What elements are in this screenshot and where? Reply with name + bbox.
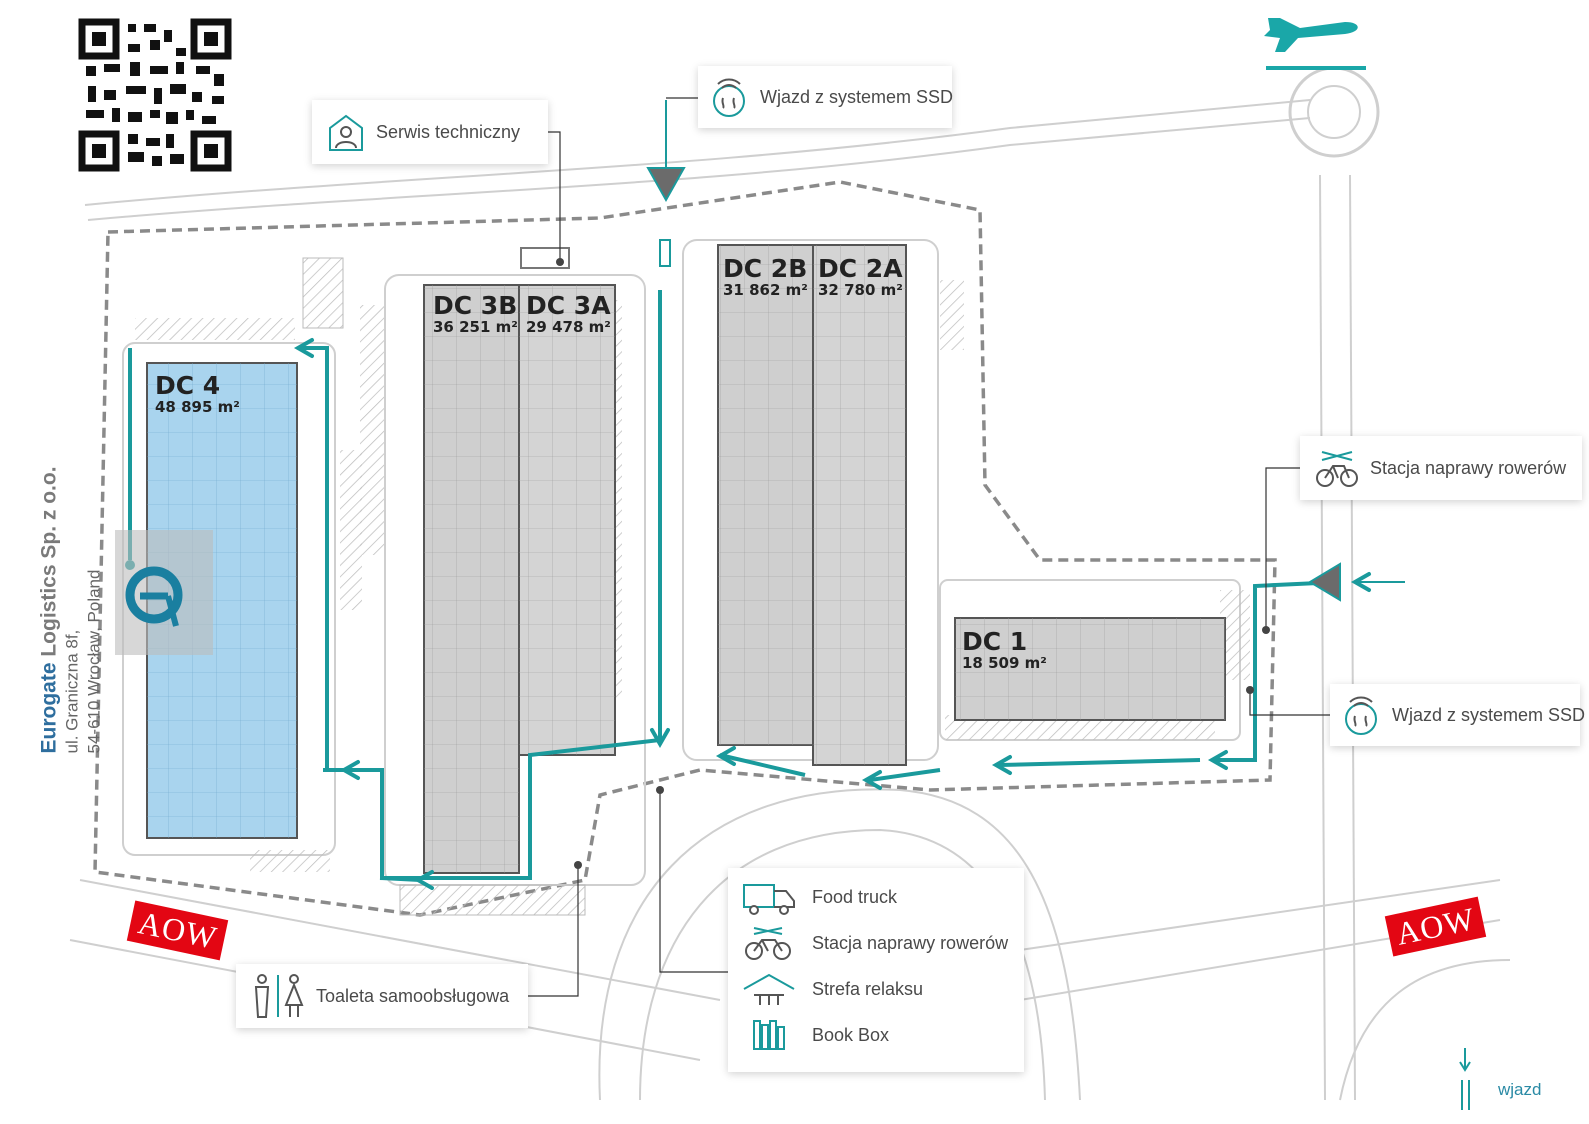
parking-areas: [135, 257, 1250, 916]
amenity-row: Stacja naprawy rowerów: [742, 920, 1010, 966]
entry-gate-top-icon: [646, 167, 686, 203]
label-dc2a: DC 2A 32 780 m²: [818, 255, 903, 299]
callout-label: Wjazd z systemem SSD: [1392, 704, 1586, 725]
book-box-icon: [753, 1020, 785, 1050]
building-area: 32 780 m²: [818, 281, 903, 299]
amenity-row: Food truck: [742, 874, 1010, 920]
building-area: 36 251 m²: [433, 318, 518, 336]
building-area: 18 509 m²: [962, 654, 1047, 672]
relax-zone-icon: [743, 973, 795, 1005]
callout-label: Toaleta samoobsługowa: [316, 985, 510, 1006]
company-address-line2: 54-610 Wrocław, Poland: [84, 569, 104, 754]
company-name-suffix: Logistics Sp. z o.o.: [37, 466, 61, 663]
callout-toilet: Toaleta samoobsługowa: [236, 964, 528, 1028]
callout-entry-top: Wjazd z systemem SSD: [698, 66, 954, 128]
amenities-legend: Food truck Stacja naprawy rowerów Strefa…: [728, 868, 1024, 1072]
entry-legend-icon: [1459, 1048, 1471, 1110]
callout-label: Serwis techniczny: [376, 121, 521, 142]
amenity-row: Strefa relaksu: [742, 966, 1010, 1012]
building-area: 48 895 m²: [155, 398, 240, 416]
building-area: 29 478 m²: [526, 318, 611, 336]
service-icon: [329, 114, 363, 151]
qr-code: [78, 18, 232, 172]
building-name: DC 3B: [433, 291, 518, 320]
building-name: DC 2B: [723, 254, 808, 283]
bike-repair-icon: [1316, 451, 1358, 487]
building-name: DC 4: [155, 371, 221, 400]
entry-gate-right-icon: [1308, 562, 1341, 602]
label-dc3a: DC 3A 29 478 m²: [526, 292, 611, 336]
buildings-layer: [146, 244, 1226, 874]
bike-repair-icon: [745, 927, 791, 960]
callout-service: Serwis techniczny: [312, 100, 548, 164]
airport-direction-icon: [1264, 18, 1366, 70]
label-dc2b: DC 2B 31 862 m²: [723, 255, 808, 299]
building-name: DC 3A: [526, 291, 611, 320]
traffic-route: [128, 290, 1341, 882]
company-name-brand: Eurogate: [37, 662, 61, 754]
company-info: Eurogate Logistics Sp. z o.o. ul. Granic…: [37, 354, 106, 754]
leader-lines: [528, 97, 1330, 997]
callout-label: Stacja naprawy rowerów: [1370, 457, 1567, 478]
building-area: 31 862 m²: [723, 281, 808, 299]
amenity-row: Book Box: [742, 1012, 1010, 1058]
amenity-label: Strefa relaksu: [812, 978, 924, 999]
amenity-label: Book Box: [812, 1024, 890, 1045]
callout-label: Wjazd z systemem SSD: [760, 86, 954, 107]
ssd-entry-icon: [1345, 696, 1377, 735]
callout-bike-station: Stacja naprawy rowerów: [1300, 436, 1582, 500]
site-boundary: [93, 180, 1277, 917]
callout-entry-right: Wjazd z systemem SSD: [1330, 684, 1585, 746]
toilet-icon: [254, 974, 304, 1018]
eurogate-logo: [115, 530, 213, 655]
entry-legend-label: wjazd: [1498, 1080, 1542, 1099]
amenity-label: Food truck: [812, 886, 898, 907]
food-truck-icon: [743, 884, 795, 915]
label-dc1: DC 1 18 509 m²: [962, 628, 1047, 672]
building-name: DC 2A: [818, 254, 903, 283]
route-arrowheads: [293, 338, 1371, 890]
building-name: DC 1: [962, 627, 1028, 656]
label-dc4: DC 4 48 895 m²: [155, 372, 240, 416]
amenity-label: Stacja naprawy rowerów: [812, 932, 1009, 953]
label-dc3b: DC 3B 36 251 m²: [433, 292, 518, 336]
ssd-entry-icon: [713, 78, 745, 117]
company-address-line1: ul. Graniczna 8f,: [62, 629, 82, 754]
roundabout: [1288, 66, 1380, 158]
